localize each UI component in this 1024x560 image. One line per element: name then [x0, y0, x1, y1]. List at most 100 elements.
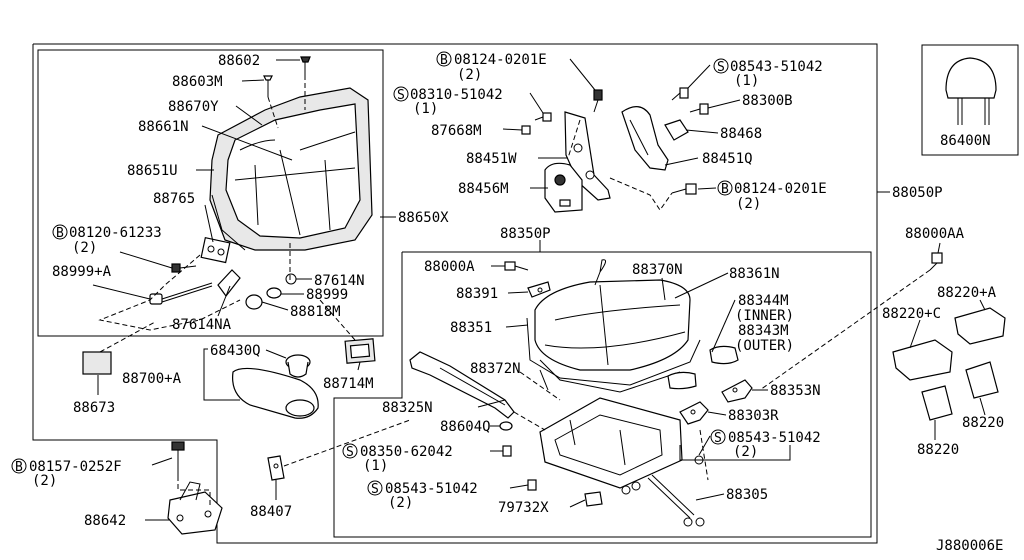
label-88714M: 88714M	[323, 376, 374, 392]
rod-88305-part	[647, 474, 705, 527]
label-88220-right: 88220	[962, 415, 1004, 431]
clip-79732X-part	[584, 491, 603, 507]
label-08543-51042-lower: 08543-51042	[385, 481, 478, 497]
bolt-symbol-letter: B	[721, 182, 729, 197]
label-88220-left: 88220	[917, 442, 959, 458]
screw-S08543-top-part	[671, 87, 689, 101]
screw-symbol-letter: S	[714, 431, 722, 446]
cushion-88370N-part	[534, 279, 691, 371]
screw-symbol-icon: S	[367, 480, 383, 497]
label-88765: 88765	[153, 191, 195, 207]
label-08157-0252F: 08157-0252F	[29, 459, 122, 475]
label-88344M-note: (INNER)	[735, 308, 794, 324]
label-88999: 88999	[306, 287, 348, 303]
label-88456M: 88456M	[458, 181, 509, 197]
grommet-88999-part	[266, 287, 282, 299]
pad-88714M-part	[344, 338, 376, 364]
label-08543-lower-qty: (2)	[388, 495, 413, 511]
screw-S08310-part	[534, 112, 552, 122]
knob-88468-part	[664, 119, 689, 141]
label-88050P: 88050P	[892, 185, 943, 201]
label-08124-top-qty: (2)	[457, 67, 482, 83]
headrest-86400N-part	[945, 57, 997, 125]
label-88220A: 88220+A	[937, 285, 997, 301]
frame-headrest	[921, 44, 1019, 156]
cup-68430Q-part	[285, 354, 311, 378]
label-88451Q: 88451Q	[702, 151, 753, 167]
bolt-88000AA-part	[929, 252, 943, 271]
label-88303R: 88303R	[728, 408, 779, 424]
rail-88325N-part	[409, 351, 515, 419]
bolt-symbol-icon: B	[717, 180, 733, 197]
label-08124-lower-qty: (2)	[736, 196, 761, 212]
screw-symbol-letter: S	[346, 445, 354, 460]
label-88351: 88351	[450, 320, 492, 336]
trim-88344M-inner-part	[709, 345, 739, 365]
label-08157-qty: (2)	[32, 473, 57, 489]
screw-symbol-icon: S	[393, 86, 409, 103]
diagram-code: J880006E	[936, 538, 1003, 554]
bracket-88220C-part	[892, 339, 953, 381]
bolt-88300B-part	[689, 103, 709, 115]
leader-lines	[92, 58, 986, 521]
label-88353N: 88353N	[770, 383, 821, 399]
label-88650X: 88650X	[398, 210, 449, 226]
label-08120-61233: 08120-61233	[69, 225, 162, 241]
bracket-88407-part	[267, 455, 285, 481]
label-88300B: 88300B	[742, 93, 793, 109]
bolt-symbol-icon: B	[11, 458, 27, 475]
bolt-87668M-part	[521, 125, 531, 135]
pad-88673-part	[82, 351, 112, 375]
label-08310-51042: 08310-51042	[410, 87, 503, 103]
cover-88456M-part	[544, 162, 583, 213]
nut-87614N-part	[285, 273, 297, 285]
label-88670Y: 88670Y	[168, 99, 219, 115]
bracket-88220-right-part	[965, 361, 999, 399]
cap-88818M-part	[245, 294, 263, 310]
label-88343M: 88343M	[738, 323, 789, 339]
screw-symbol-icon: S	[713, 58, 729, 75]
bolt-symbol-letter: B	[440, 53, 448, 68]
label-87614N: 87614N	[314, 273, 365, 289]
frame-main-outline	[32, 43, 878, 544]
label-88468: 88468	[720, 126, 762, 142]
label-08543-51042-top: 08543-51042	[730, 59, 823, 75]
label-88700A: 88700+A	[122, 371, 182, 387]
bolt-symbol-icon: B	[52, 224, 68, 241]
label-88661N: 88661N	[138, 119, 189, 135]
screw-88602-part	[300, 56, 311, 75]
clip-87614NA-part	[217, 269, 241, 297]
label-88350P: 88350P	[500, 226, 551, 242]
label-88604Q: 88604Q	[440, 419, 491, 435]
label-88305: 88305	[726, 487, 768, 503]
bracket-88220A-part	[954, 307, 1006, 345]
armrest-88700A-part	[232, 367, 319, 419]
bracket-88353N-part	[721, 379, 753, 403]
label-08124-0201E-top: 08124-0201E	[454, 52, 547, 68]
bolt-08120-part	[171, 263, 197, 273]
bolt-symbol-letter: B	[56, 226, 64, 241]
clip-88391-part	[527, 281, 551, 298]
label-88325N: 88325N	[382, 400, 433, 416]
label-87668M: 87668M	[431, 123, 482, 139]
washer-88604Q-part	[499, 421, 513, 431]
screw-symbol-letter: S	[397, 88, 405, 103]
bolt-B08157-part	[171, 441, 185, 476]
label-68430Q: 68430Q	[210, 343, 261, 359]
bolt-B08124-top-part	[593, 89, 603, 113]
screw-symbol-icon: S	[342, 443, 358, 460]
label-88000A: 88000A	[424, 259, 475, 275]
label-88370N: 88370N	[632, 262, 683, 278]
label-86400N: 86400N	[940, 133, 991, 149]
label-88451W: 88451W	[466, 151, 517, 167]
screw-88603M-part	[263, 75, 273, 97]
bolt-B08124-lower-part	[671, 183, 697, 195]
label-88220C: 88220+C	[882, 306, 941, 322]
bracket-88220-left-part	[921, 385, 953, 421]
label-08543-right-qty: (2)	[733, 444, 758, 460]
seatback-assembly	[200, 87, 373, 264]
label-08350-qty: (1)	[363, 458, 388, 474]
label-08543-51042-right: 08543-51042	[728, 430, 821, 446]
screw-symbol-icon: S	[710, 429, 726, 446]
